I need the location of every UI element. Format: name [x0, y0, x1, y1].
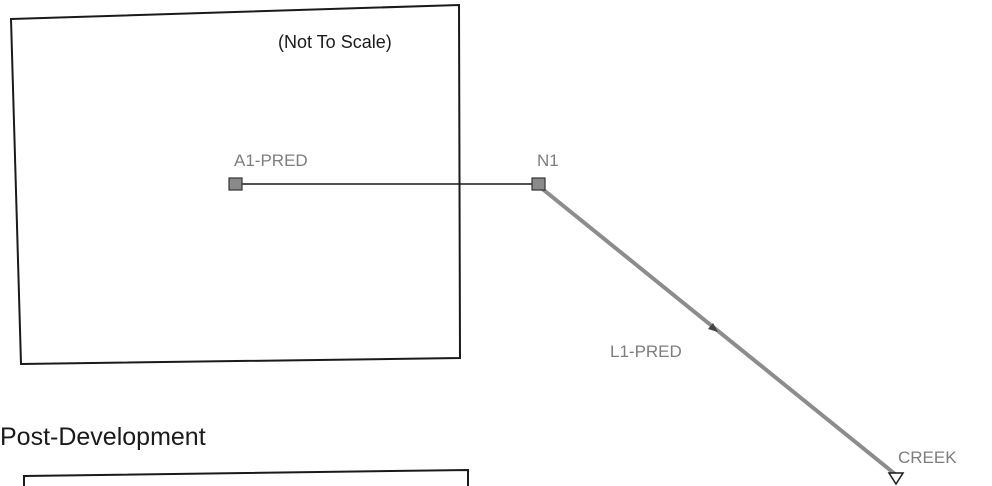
- outfall-icon[interactable]: [887, 472, 905, 486]
- section-heading: Post-Development: [0, 423, 206, 451]
- junction-node-label: N1: [537, 151, 559, 170]
- outfall-label: CREEK: [898, 448, 957, 467]
- conduit-link[interactable]: [538, 185, 897, 476]
- area-node-label: A1-PRED: [234, 151, 308, 170]
- subcatchment-boundary: [9, 3, 462, 366]
- scale-note: (Not To Scale): [278, 32, 392, 52]
- subcatchment-boundary-lower: [23, 468, 469, 486]
- flow-arrow-icon: [708, 323, 718, 332]
- conduit-label: L1-PRED: [610, 342, 682, 361]
- junction-node-icon[interactable]: [531, 177, 546, 191]
- area-node-icon[interactable]: [228, 177, 243, 191]
